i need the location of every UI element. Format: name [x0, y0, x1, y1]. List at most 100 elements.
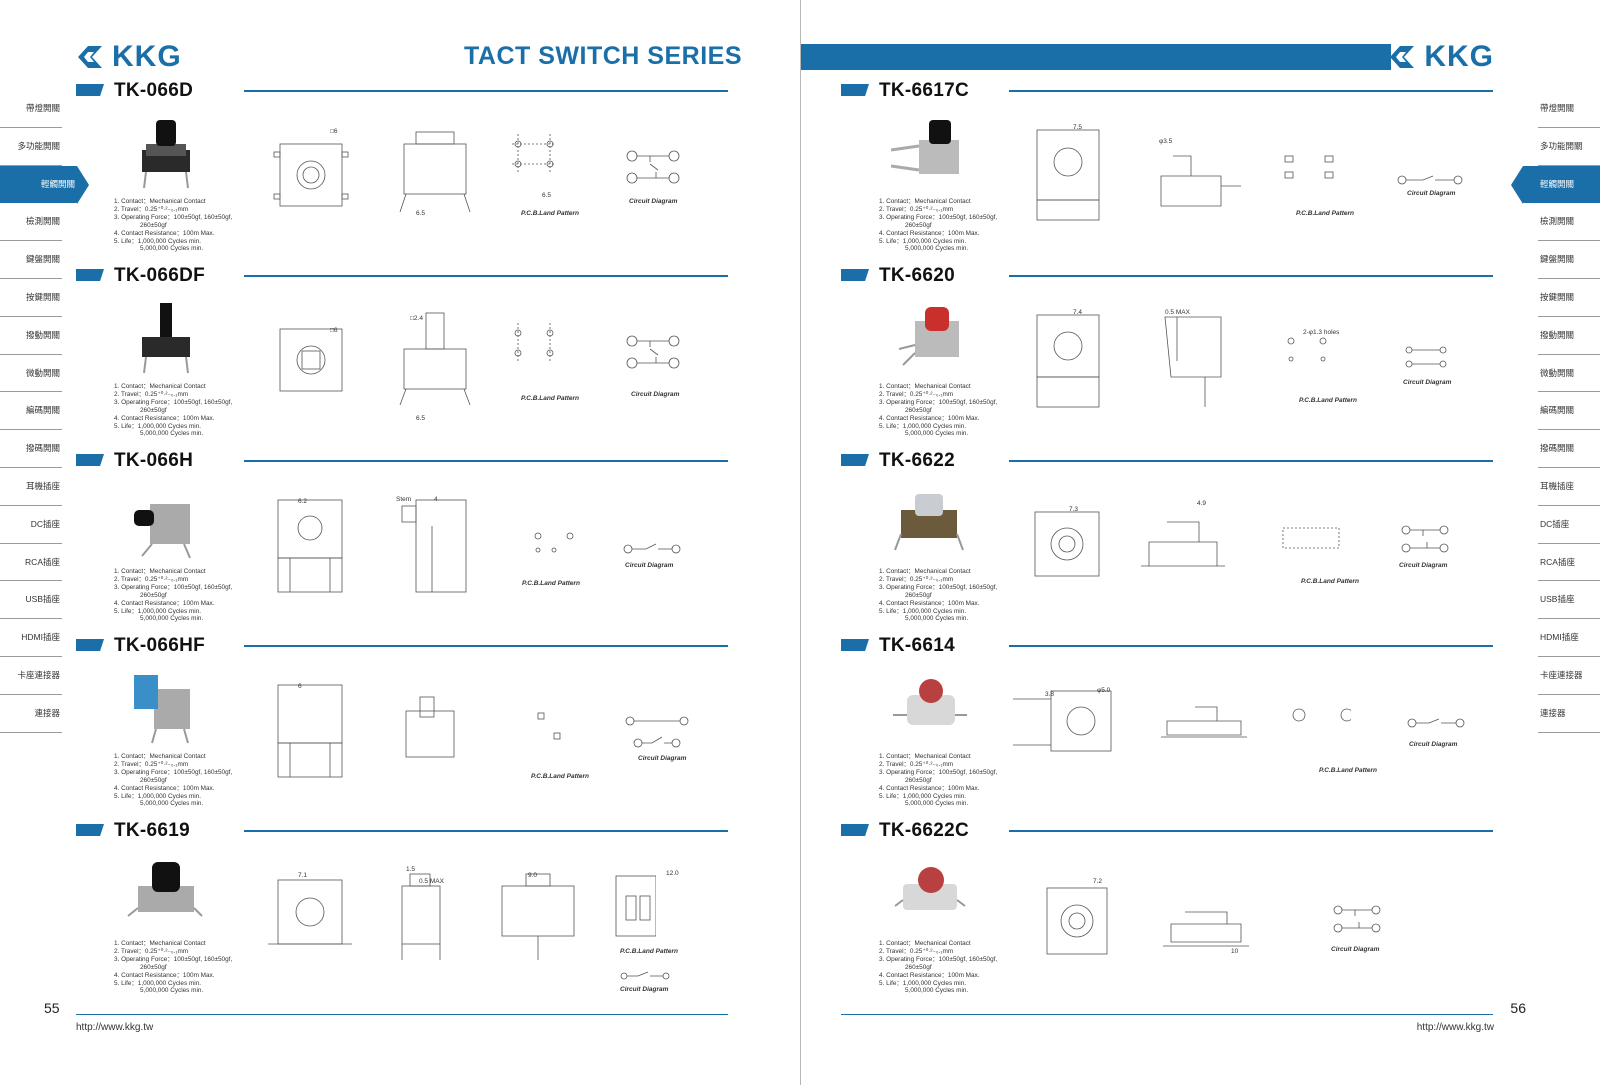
technical-drawing — [1013, 690, 1351, 752]
side-tab-4[interactable]: 鍵盤開關 — [1538, 241, 1600, 279]
circuit-label: Circuit Diagram — [1331, 946, 1380, 953]
side-tab-12[interactable]: RCA插座 — [1538, 544, 1600, 582]
section-rule — [1009, 645, 1493, 647]
side-tab-7[interactable]: 微動開關 — [0, 355, 62, 393]
switch-photo — [898, 307, 959, 366]
switch-photo — [142, 120, 190, 189]
circuit-diagram — [1333, 905, 1381, 933]
land-pattern-label: P.C.B.Land Pattern — [620, 948, 679, 955]
switch-photo — [894, 867, 966, 910]
technical-drawing — [1036, 314, 1327, 408]
side-tab-13[interactable]: USB插座 — [0, 581, 62, 620]
kkg-logo: KKG — [1388, 40, 1494, 74]
left-page: KKG TACT SWITCH SERIES 帶燈開關多功能開關輕觸開關檢測開關… — [0, 40, 742, 1033]
circuit-diagram — [626, 150, 680, 184]
kkg-logo: KKG — [76, 40, 182, 74]
header-bar — [801, 44, 1391, 70]
technical-drawing — [273, 131, 556, 213]
side-tab-9[interactable]: 撥碼開關 — [0, 430, 62, 468]
land-pattern-label: P.C.B.Land Pattern — [1299, 397, 1358, 404]
section-flag-icon — [76, 639, 104, 651]
side-tab-9[interactable]: 撥碼開關 — [1538, 430, 1600, 468]
side-tab-0[interactable]: 帶燈開關 — [0, 90, 62, 128]
land-pattern-label: P.C.B.Land Pattern — [1301, 578, 1360, 585]
side-tab-5[interactable]: 按鍵開關 — [1538, 279, 1600, 317]
side-tab-12[interactable]: RCA插座 — [0, 544, 62, 582]
section-rule — [1009, 830, 1493, 832]
model-name: TK-066D — [114, 80, 194, 101]
section-rule — [244, 460, 728, 462]
side-tab-6[interactable]: 撥動開關 — [1538, 317, 1600, 355]
circuit-label: Circuit Diagram — [620, 986, 669, 993]
side-tab-1[interactable]: 多功能開關 — [0, 128, 62, 166]
side-tab-7[interactable]: 微動開關 — [1538, 355, 1600, 393]
side-tab-4[interactable]: 鍵盤開關 — [0, 241, 62, 279]
side-tab-14[interactable]: HDMI插座 — [0, 619, 62, 657]
circuit-diagram — [620, 971, 670, 980]
model-name: TK-6614 — [879, 635, 956, 656]
side-tab-5[interactable]: 按鍵開關 — [0, 279, 62, 317]
kkg-logo-text: KKG — [1424, 40, 1494, 73]
side-tab-3[interactable]: 檢測開關 — [0, 203, 62, 242]
section-flag-icon — [76, 84, 104, 96]
kkg-logo-text: KKG — [112, 40, 182, 73]
technical-drawing — [1036, 129, 1334, 221]
technical-drawing — [279, 312, 554, 406]
side-tab-10[interactable]: 耳機插座 — [1538, 468, 1600, 506]
circuit-label: Circuit Diagram — [1403, 379, 1452, 386]
side-tab-16[interactable]: 連接器 — [1538, 695, 1600, 733]
section-rule — [244, 830, 728, 832]
circuit-diagram — [1407, 718, 1465, 728]
side-tab-10[interactable]: 耳機插座 — [0, 468, 62, 506]
circuit-diagram — [1397, 175, 1463, 185]
land-pattern-label: P.C.B.Land Pattern — [521, 210, 580, 217]
switch-photo — [893, 679, 967, 725]
side-tab-15[interactable]: 卡座連接器 — [0, 657, 62, 695]
side-tab-8[interactable]: 編碼開關 — [0, 392, 62, 431]
page-number: 56 — [1510, 1000, 1526, 1016]
model-name: TK-6622 — [879, 450, 956, 471]
side-tab-2[interactable]: 輕觸開關 — [0, 165, 89, 204]
switch-photo — [142, 303, 190, 374]
series-title: TACT SWITCH SERIES — [464, 42, 742, 70]
land-pattern-label: P.C.B.Land Pattern — [1319, 767, 1378, 774]
side-tab-2[interactable]: 輕觸開關 — [1511, 165, 1600, 204]
side-tab-6[interactable]: 撥動開關 — [0, 317, 62, 355]
technical-drawing — [277, 684, 561, 778]
land-pattern-label: P.C.B.Land Pattern — [521, 395, 580, 402]
side-tab-1[interactable]: 多功能開關 — [1538, 128, 1600, 166]
circuit-label: Circuit Diagram — [631, 391, 680, 398]
land-pattern-label: P.C.B.Land Pattern — [1296, 210, 1355, 217]
side-tab-13[interactable]: USB插座 — [1538, 581, 1600, 620]
model-name: TK-066HF — [114, 635, 206, 656]
model-name: TK-6620 — [879, 265, 956, 286]
side-tab-11[interactable]: DC插座 — [0, 506, 62, 544]
circuit-diagram — [625, 716, 689, 748]
side-tabs-left: 帶燈開關多功能開關輕觸開關檢測開關鍵盤開關按鍵開關撥動開關微動開關編碼開關撥碼開… — [0, 90, 89, 733]
land-pattern-label: P.C.B.Land Pattern — [522, 580, 581, 587]
side-tab-14[interactable]: HDMI插座 — [1538, 619, 1600, 657]
side-tab-0[interactable]: 帶燈開關 — [1538, 90, 1600, 128]
model-name: TK-6622C — [879, 820, 970, 841]
side-tab-11[interactable]: DC插座 — [1538, 506, 1600, 544]
model-name: TK-6617C — [879, 80, 970, 101]
circuit-diagram — [1405, 346, 1447, 368]
section-flag-icon — [841, 269, 869, 281]
page-number: 55 — [44, 1000, 60, 1016]
side-tab-16[interactable]: 連接器 — [0, 695, 62, 733]
side-tab-8[interactable]: 編碼開關 — [1538, 392, 1600, 431]
website-url: http://www.kkg.tw — [76, 1022, 154, 1033]
side-tab-15[interactable]: 卡座連接器 — [1538, 657, 1600, 695]
section-rule — [1009, 275, 1493, 277]
side-tab-3[interactable]: 檢測開關 — [1538, 203, 1600, 242]
